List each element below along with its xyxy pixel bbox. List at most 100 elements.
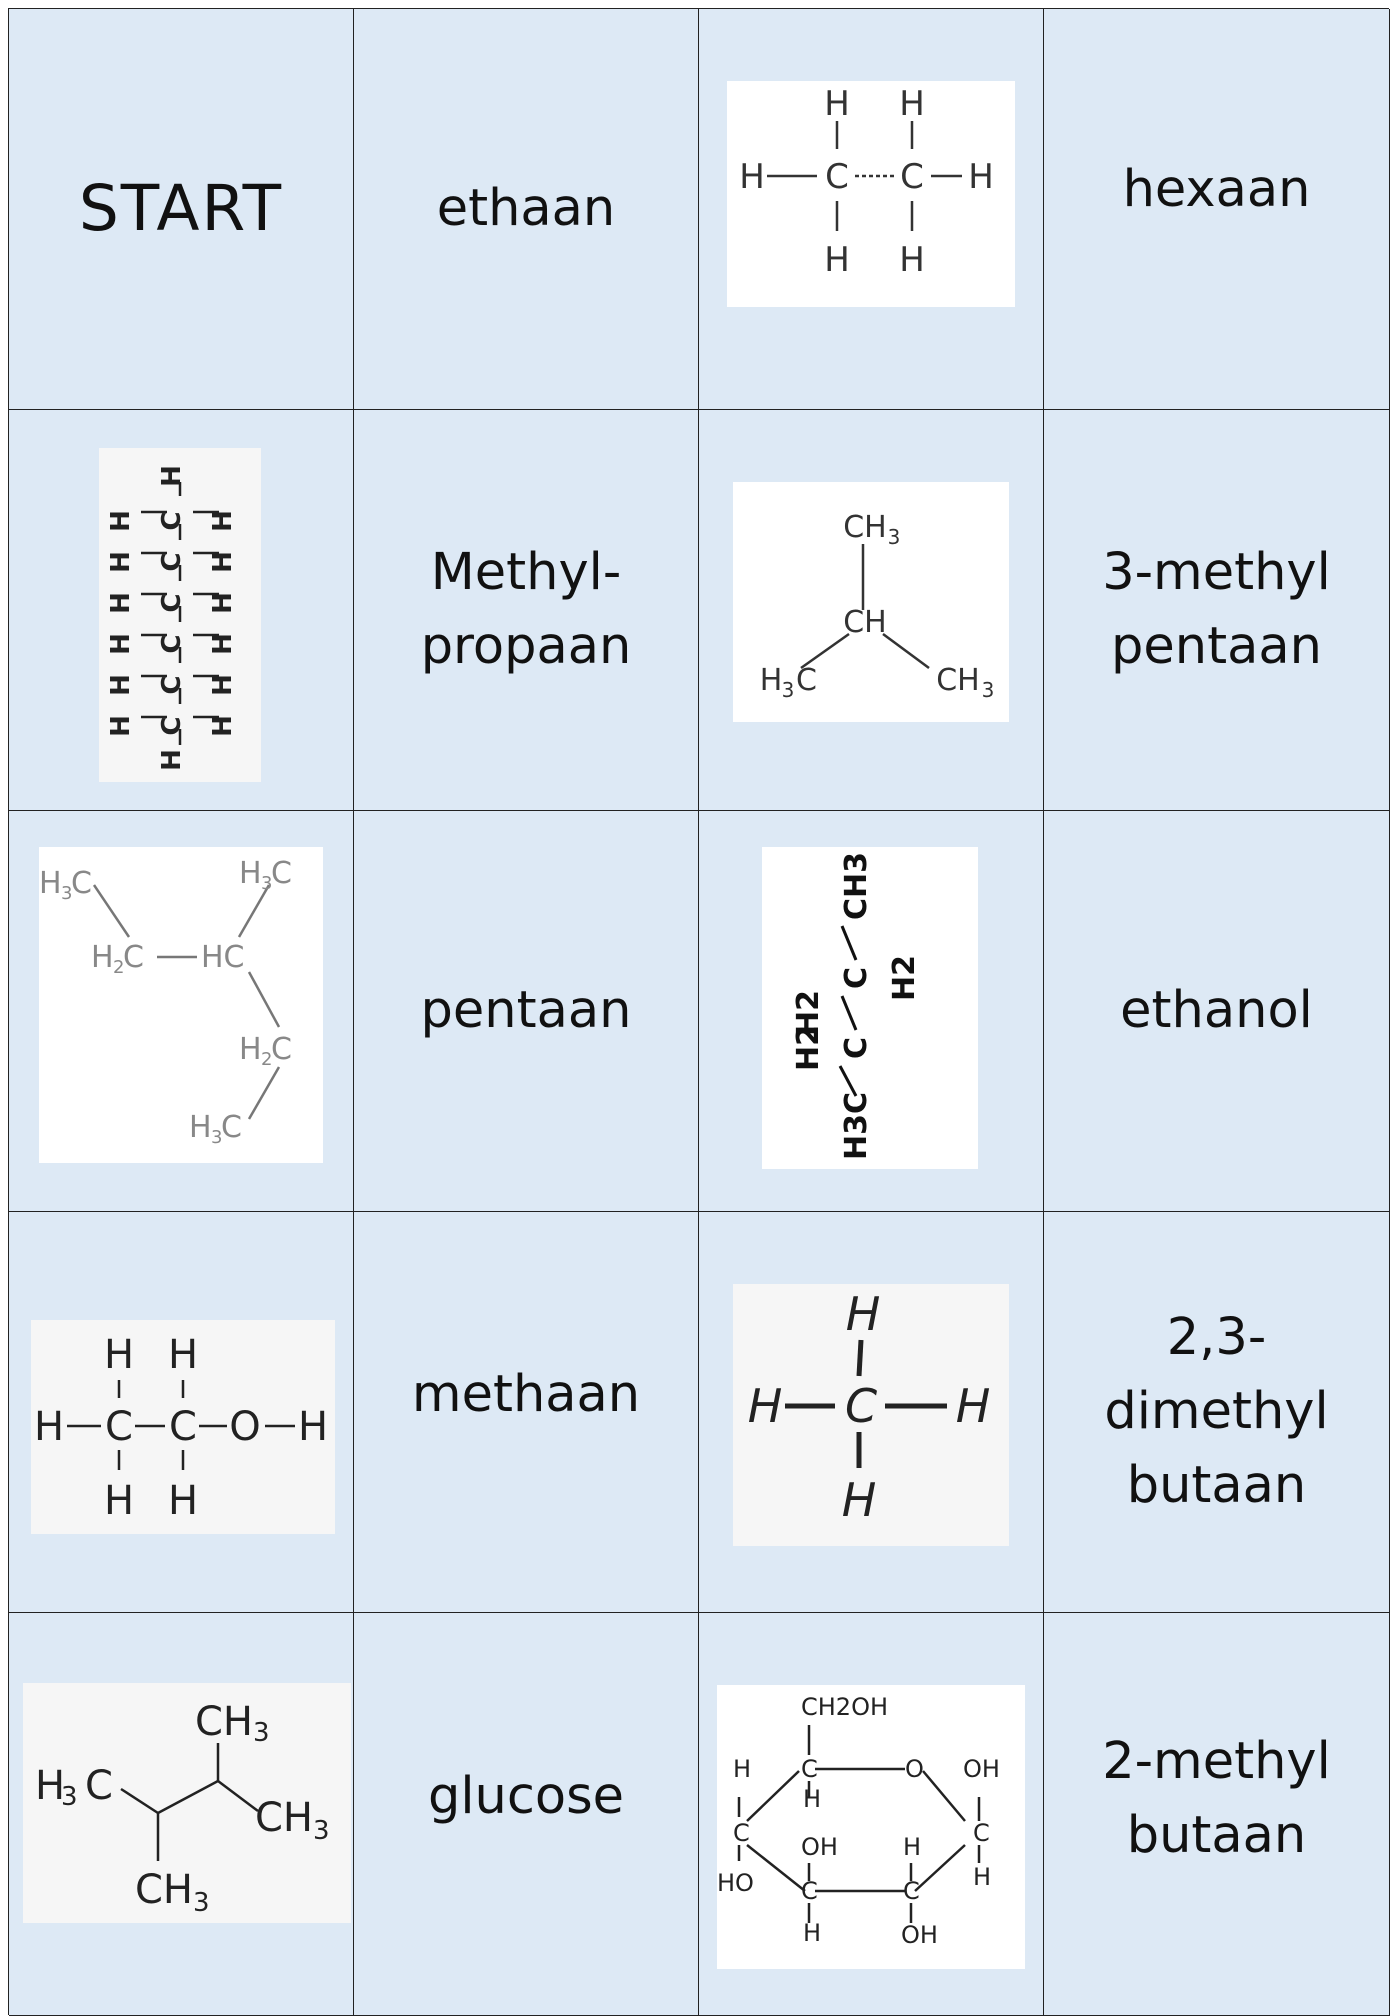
methane-structural-formula-image: H H C H H bbox=[733, 1284, 1009, 1546]
svg-text:H: H bbox=[733, 1755, 751, 1783]
svg-text:H: H bbox=[168, 1332, 198, 1378]
svg-text:H: H bbox=[760, 663, 783, 698]
svg-text:H: H bbox=[298, 1404, 328, 1450]
svg-text:O: O bbox=[905, 1755, 924, 1783]
card-word-line: dimethyl bbox=[1104, 1382, 1329, 1441]
card-word: ethanol bbox=[1120, 981, 1313, 1040]
svg-text:H: H bbox=[239, 856, 262, 891]
svg-text:H2: H2 bbox=[791, 1025, 826, 1071]
card-word-line: Methyl- bbox=[430, 543, 622, 602]
svg-text:C: C bbox=[157, 675, 187, 694]
card-word-line: pentaan bbox=[1111, 617, 1322, 676]
svg-text:H: H bbox=[208, 715, 238, 737]
svg-text:CH2OH: CH2OH bbox=[801, 1693, 888, 1721]
svg-text:2: 2 bbox=[261, 1049, 272, 1070]
svg-text:H: H bbox=[35, 1763, 65, 1809]
card-word-group: 2,3- dimethyl butaan bbox=[1104, 1301, 1328, 1523]
card-hexaan: hexaan bbox=[1044, 9, 1390, 410]
svg-text:C: C bbox=[105, 1404, 133, 1450]
svg-text:CH: CH bbox=[843, 510, 887, 545]
svg-text:H: H bbox=[157, 749, 187, 771]
svg-text:3: 3 bbox=[888, 525, 901, 549]
svg-text:H: H bbox=[903, 1833, 921, 1861]
svg-text:C: C bbox=[157, 552, 187, 571]
svg-text:H: H bbox=[208, 633, 238, 655]
svg-text:C: C bbox=[157, 634, 187, 653]
card-ethanol-formula: H H H C C O H H H bbox=[9, 1212, 354, 1613]
svg-text:C: C bbox=[157, 716, 187, 735]
svg-text:H: H bbox=[106, 510, 136, 532]
card-word: hexaan bbox=[1122, 160, 1311, 219]
svg-text:3: 3 bbox=[253, 1718, 270, 1748]
svg-text:CH3: CH3 bbox=[839, 852, 874, 920]
svg-text:C: C bbox=[903, 1877, 920, 1905]
svg-text:H: H bbox=[748, 1379, 783, 1433]
svg-text:3: 3 bbox=[193, 1888, 210, 1918]
svg-text:H: H bbox=[91, 940, 114, 975]
svg-text:C: C bbox=[733, 1819, 750, 1847]
svg-text:H: H bbox=[842, 1473, 877, 1527]
svg-text:C: C bbox=[825, 157, 849, 197]
svg-text:CH: CH bbox=[843, 605, 887, 640]
card-word: methaan bbox=[411, 1365, 641, 1424]
svg-text:H: H bbox=[106, 674, 136, 696]
svg-text:C: C bbox=[157, 511, 187, 530]
svg-text:H: H bbox=[899, 240, 925, 280]
card-start: START bbox=[9, 9, 354, 410]
card-2-3-dimethylbutane-formula: CH H C CH CH 3 3 3 3 bbox=[9, 1613, 354, 2016]
card-word-line: 2-methyl bbox=[1102, 1732, 1331, 1791]
card-3-methylpentaan: 3-methyl pentaan bbox=[1044, 410, 1390, 811]
ethanol-structural-formula-image: H H H C C O H H H bbox=[31, 1320, 335, 1534]
svg-text:C: C bbox=[123, 940, 144, 975]
card-word-group: Methyl- propaan bbox=[421, 536, 632, 684]
card-methylpropaan: Methyl- propaan bbox=[354, 410, 699, 811]
svg-text:C: C bbox=[271, 1032, 292, 1067]
card-word: glucose bbox=[427, 1767, 625, 1826]
card-ethane-formula: H H H C C H H H bbox=[699, 9, 1044, 410]
svg-text:C: C bbox=[85, 1763, 113, 1809]
card-glucose-formula: CH2OH C H O OH C H H C HO OH C H H C OH bbox=[699, 1613, 1044, 2016]
pentane-condensed-formula-image: H3C C C CH3 H2 H2 H2 bbox=[762, 847, 978, 1169]
glucose-ring-formula-image: CH2OH C H O OH C H H C HO OH C H H C OH bbox=[717, 1685, 1025, 1969]
svg-text:C: C bbox=[900, 157, 924, 197]
2,3-dimethylbutane-skeletal-formula-image: CH H C CH CH 3 3 3 3 bbox=[23, 1683, 351, 1923]
svg-text:H: H bbox=[968, 157, 994, 197]
svg-text:3: 3 bbox=[313, 1816, 330, 1846]
svg-text:HC: HC bbox=[201, 940, 245, 975]
svg-text:H: H bbox=[824, 240, 850, 280]
svg-text:H: H bbox=[157, 465, 187, 487]
svg-text:C: C bbox=[973, 1819, 990, 1847]
svg-text:H2: H2 bbox=[887, 955, 922, 1001]
svg-text:3: 3 bbox=[61, 883, 72, 904]
card-word: ethaan bbox=[436, 179, 616, 238]
card-word: START bbox=[78, 172, 284, 245]
svg-text:H: H bbox=[846, 1287, 881, 1341]
svg-text:H2: H2 bbox=[791, 990, 826, 1036]
card-word-line: 3-methyl bbox=[1102, 543, 1331, 602]
card-ethaan: ethaan bbox=[354, 9, 699, 410]
svg-text:H: H bbox=[106, 551, 136, 573]
card-pentaan: pentaan bbox=[354, 811, 699, 1212]
svg-text:CH: CH bbox=[255, 1795, 313, 1841]
svg-text:H: H bbox=[803, 1919, 821, 1947]
card-2-3-dimethylbutaan: 2,3- dimethyl butaan bbox=[1044, 1212, 1390, 1613]
svg-text:H: H bbox=[208, 510, 238, 532]
svg-text:CH: CH bbox=[195, 1699, 253, 1745]
svg-text:3: 3 bbox=[61, 1782, 78, 1812]
card-glucose: glucose bbox=[354, 1613, 699, 2016]
svg-text:HO: HO bbox=[717, 1869, 754, 1897]
svg-text:C: C bbox=[801, 1877, 818, 1905]
svg-text:OH: OH bbox=[901, 1921, 938, 1949]
svg-text:H: H bbox=[208, 551, 238, 573]
svg-text:OH: OH bbox=[963, 1755, 1000, 1783]
card-pentane-formula: H3C C C CH3 H2 H2 H2 bbox=[699, 811, 1044, 1212]
svg-text:H: H bbox=[189, 1110, 212, 1145]
svg-text:H: H bbox=[739, 157, 765, 197]
card-ethanol: ethanol bbox=[1044, 811, 1390, 1212]
svg-text:C: C bbox=[796, 663, 817, 698]
svg-text:2: 2 bbox=[113, 957, 124, 978]
card-methaan: methaan bbox=[354, 1212, 699, 1613]
